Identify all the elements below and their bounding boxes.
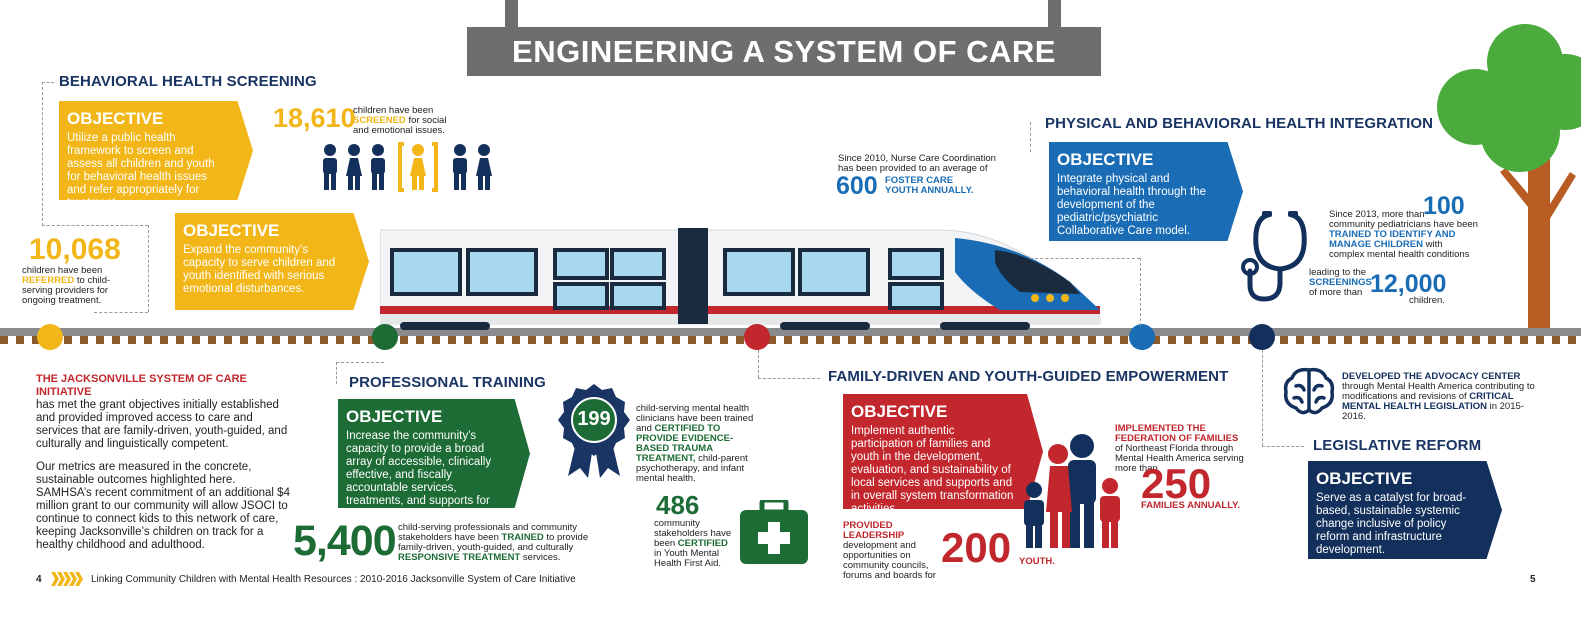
objective-text: Integrate physical and behavioral health… bbox=[1057, 173, 1206, 237]
connector-line bbox=[148, 225, 149, 312]
stat-text-screenings: leading to the SCREENINGS of more than bbox=[1309, 267, 1372, 298]
stat-number-foster-care: 600 bbox=[836, 172, 878, 200]
objective-text: Serve as a catalyst for broad-based, sus… bbox=[1316, 492, 1467, 556]
objective-heading: OBJECTIVE bbox=[851, 402, 948, 421]
connector-line bbox=[336, 362, 384, 363]
stat-number-screenings: 12,000 bbox=[1370, 270, 1447, 298]
objective-card-training: OBJECTIVE Increase the community’s capac… bbox=[338, 399, 530, 508]
section-title-legislative: LEGISLATIVE REFORM bbox=[1313, 437, 1482, 454]
tree-icon bbox=[1437, 24, 1581, 332]
track-dot-screening bbox=[37, 324, 63, 350]
stethoscope-icon bbox=[1241, 211, 1307, 302]
page-number-right: 5 bbox=[1530, 574, 1536, 585]
connector-line bbox=[42, 225, 148, 226]
objective-heading: OBJECTIVE bbox=[1057, 150, 1154, 169]
track-dot-integration bbox=[1129, 324, 1155, 350]
stat-number-screened: 18,610 bbox=[273, 103, 356, 133]
page-title: ENGINEERING A SYSTEM OF CARE bbox=[512, 33, 1056, 69]
sign-post-right bbox=[1048, 0, 1061, 28]
section-title-screening: BEHAVIORAL HEALTH SCREENING bbox=[59, 73, 317, 90]
intro-paragraph-2: Our metrics are measured in the concrete… bbox=[36, 461, 290, 551]
children-group-icon bbox=[323, 142, 492, 192]
stat-label-federation: FAMILIES ANNUALLY. bbox=[1141, 500, 1241, 511]
stat-text-advocacy: DEVELOPED THE ADVOCACY CENTER through Me… bbox=[1342, 371, 1535, 422]
objective-heading: OBJECTIVE bbox=[183, 221, 280, 240]
footer-text: Linking Community Children with Mental H… bbox=[91, 574, 576, 585]
connector-line bbox=[1030, 258, 1140, 259]
section-title-family: FAMILY-DRIVEN AND YOUTH-GUIDED EMPOWERME… bbox=[828, 368, 1229, 385]
intro-title: THE JACKSONVILLE SYSTEM OF CARE INITIATI… bbox=[36, 373, 247, 398]
sign-post-left bbox=[505, 0, 518, 28]
objective-text: Expand the community’s capacity to serve… bbox=[183, 244, 336, 295]
rail-track bbox=[0, 328, 1581, 336]
stat-number-leadership: 200 bbox=[941, 524, 1012, 571]
stat-text-certified-clinicians: child-serving mental health clinicians h… bbox=[636, 403, 754, 484]
page-number-left: 4 bbox=[36, 574, 42, 585]
stat-number-pediatricians: 100 bbox=[1423, 192, 1465, 220]
brain-icon bbox=[1283, 367, 1335, 415]
header-banner: ENGINEERING A SYSTEM OF CARE bbox=[467, 27, 1101, 76]
connector-line bbox=[758, 378, 820, 379]
connector-line bbox=[42, 82, 43, 226]
stat-number-certified-clinicians: 199 bbox=[577, 408, 611, 430]
connector-line bbox=[42, 82, 54, 83]
stat-number-mental-health-first-aid: 486 bbox=[656, 490, 700, 520]
objective-card-legislative: OBJECTIVE Serve as a catalyst for broad-… bbox=[1308, 461, 1502, 559]
connector-line bbox=[758, 350, 759, 378]
chevrons-icon bbox=[51, 572, 83, 586]
track-dot-training bbox=[372, 324, 398, 350]
rail-ties bbox=[0, 336, 1581, 344]
connector-line bbox=[1030, 122, 1031, 152]
objective-card-family: OBJECTIVE Implement authentic participat… bbox=[843, 394, 1043, 509]
section-title-integration: PHYSICAL AND BEHAVIORAL HEALTH INTEGRATI… bbox=[1045, 115, 1434, 132]
objective-heading: OBJECTIVE bbox=[67, 109, 164, 128]
track-dot-family bbox=[744, 324, 770, 350]
stat-text-federation: IMPLEMENTED THE FEDERATION OF FAMILIES o… bbox=[1115, 423, 1244, 474]
objective-text: Utilize a public health framework to scr… bbox=[67, 132, 215, 209]
stat-text-leadership: PROVIDED LEADERSHIP development and oppo… bbox=[843, 520, 936, 581]
objective-card-integration: OBJECTIVE Integrate physical and behavio… bbox=[1049, 142, 1243, 241]
objective-card-screening: OBJECTIVE Utilize a public health framew… bbox=[59, 101, 253, 200]
connector-line bbox=[1262, 350, 1263, 446]
award-badge-icon bbox=[558, 384, 630, 478]
section-title-training: PROFESSIONAL TRAINING bbox=[349, 374, 546, 391]
objective-text: Implement authentic participation of fam… bbox=[851, 425, 1014, 515]
intro-block: THE JACKSONVILLE SYSTEM OF CARE INITIATI… bbox=[36, 373, 294, 552]
connector-line bbox=[94, 312, 148, 313]
stat-text-nurse: Since 2010, Nurse Care Coordination has … bbox=[838, 153, 996, 174]
objective-text: Increase the community’s capacity to pro… bbox=[346, 430, 492, 520]
stat-number-referred: 10,068 bbox=[29, 233, 121, 266]
stat-text-screened: children have been SCREENED for social a… bbox=[353, 105, 447, 136]
stat-label-screenings: children. bbox=[1409, 295, 1445, 306]
stat-number-federation: 250 bbox=[1141, 460, 1212, 507]
stat-number-trained: 5,400 bbox=[293, 517, 397, 565]
connector-line bbox=[1262, 446, 1304, 447]
intro-paragraph-1: has met the grant objectives initially e… bbox=[36, 399, 288, 450]
stat-label-foster-care: FOSTER CARE YOUTH ANNUALLY. bbox=[885, 175, 974, 196]
stat-text-trained: child-serving professionals and communit… bbox=[398, 522, 589, 563]
connector-line bbox=[336, 362, 337, 384]
track-dot-legislative bbox=[1249, 324, 1275, 350]
objective-heading: OBJECTIVE bbox=[1316, 469, 1413, 488]
stat-text-referred: children have been REFERRED to child-ser… bbox=[22, 265, 111, 306]
objective-heading: OBJECTIVE bbox=[346, 407, 443, 426]
objective-card-screening-2: OBJECTIVE Expand the community’s capacit… bbox=[175, 213, 369, 310]
stat-text-pediatricians: community pediatricians have been TRAINE… bbox=[1329, 219, 1478, 260]
stat-text-mental-health-first-aid: community stakeholders have been CERTIFI… bbox=[654, 518, 732, 569]
stat-label-leadership: YOUTH. bbox=[1019, 556, 1055, 567]
first-aid-kit-icon bbox=[740, 500, 808, 564]
family-group-icon bbox=[1024, 434, 1120, 548]
stat-text-pediatricians-pre: Since 2013, more than bbox=[1329, 209, 1425, 220]
train-image bbox=[380, 228, 1101, 330]
connector-line bbox=[1140, 258, 1141, 326]
